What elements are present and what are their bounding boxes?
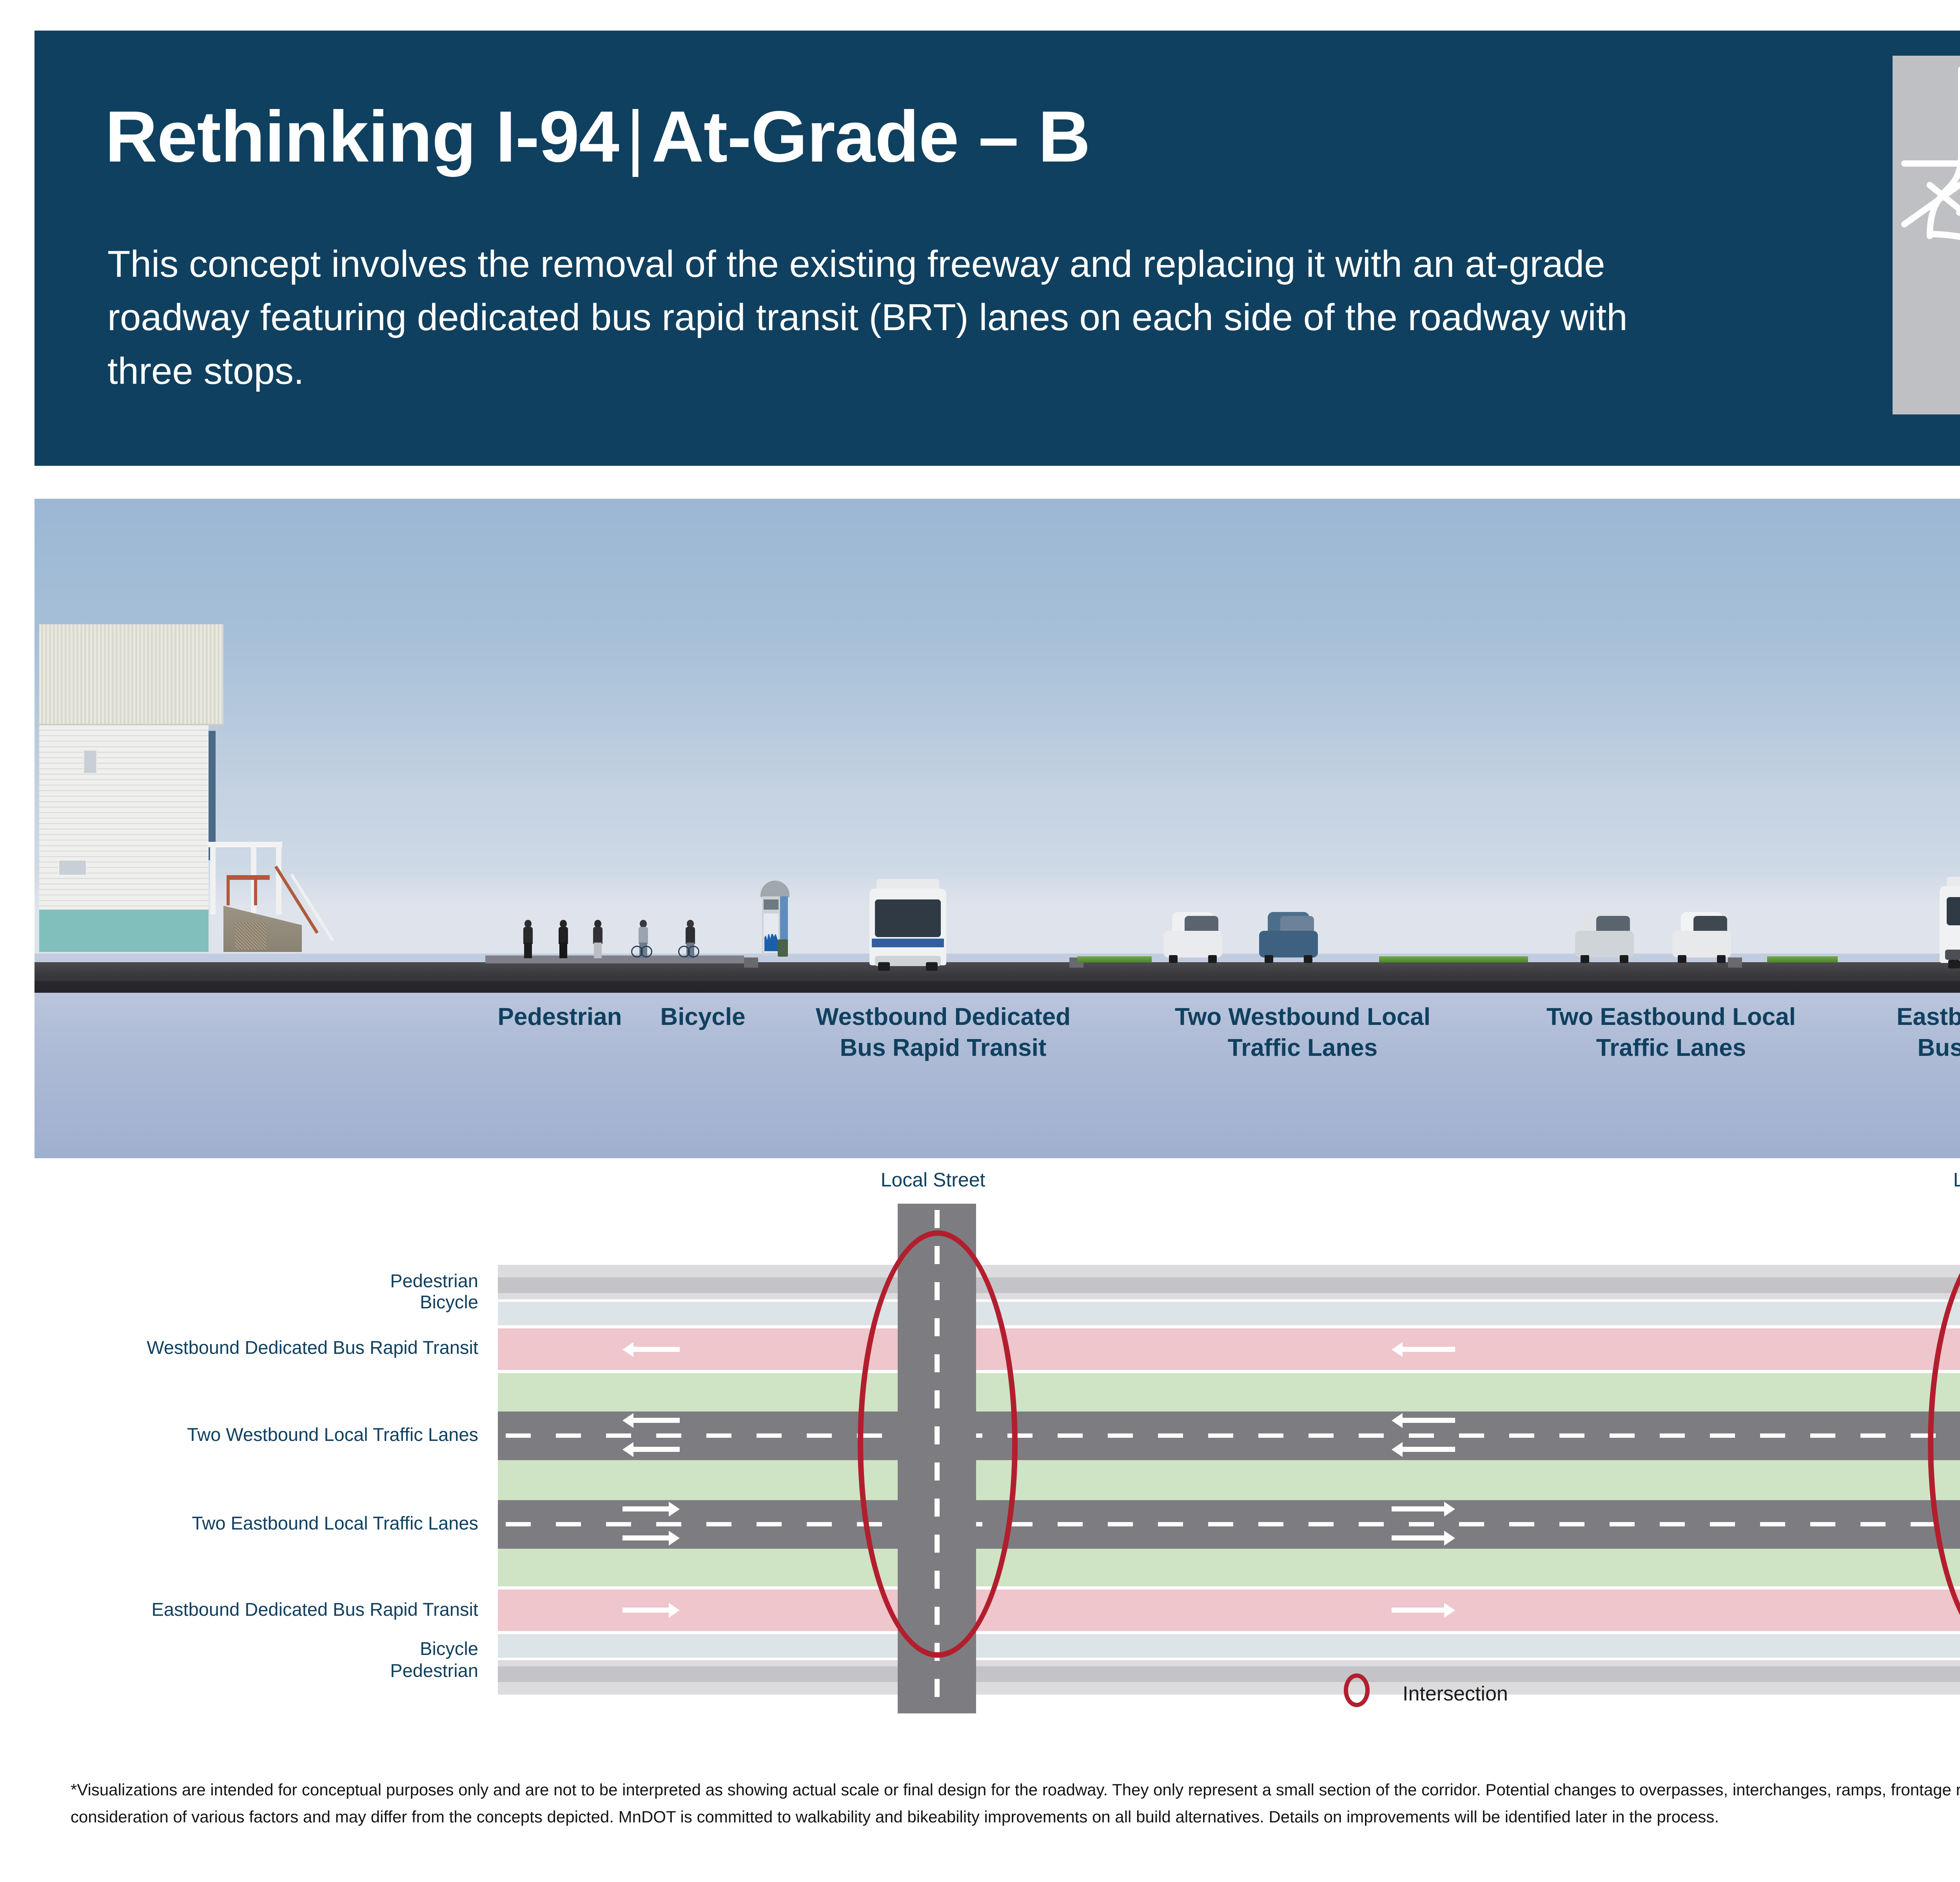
median-grass-center (1379, 956, 1528, 963)
direction-arrow-traffic-eastbound (622, 1506, 670, 1511)
car-eastbound (1575, 912, 1634, 963)
cross-section-label: Two Eastbound Local Traffic Lanes (1546, 1001, 1796, 1064)
cross-section-label: Pedestrian (497, 1001, 622, 1032)
cross-section-label: Eastbound Dedicated Bus Rapid Transit (1896, 1001, 1960, 1064)
median-grass-west (1077, 956, 1152, 963)
label-line-1: Two Westbound Local (1174, 1003, 1431, 1030)
car-westbound (1163, 912, 1222, 963)
direction-arrow-traffic-eastbound (1392, 1506, 1445, 1511)
map-graphic: 35W 280 51 35E 94 35W (1901, 66, 1960, 240)
plan-label-left-bicycle-south: Bicycle (420, 1638, 478, 1659)
plan-label-left-traffic-westbound: Two Westbound Local Traffic Lanes (187, 1424, 478, 1445)
direction-arrow-traffic-westbound (1402, 1447, 1455, 1452)
band-pedestrian-north (498, 1265, 1960, 1277)
band-bicycle-south (498, 1634, 1960, 1658)
bus-rapid-transit-vehicle-east (1940, 877, 1960, 968)
intersection-highlight-west (858, 1230, 1018, 1658)
label-line-2: Traffic Lanes (1227, 1034, 1378, 1062)
band-pedestrian-south (498, 1682, 1960, 1695)
band-brt-eastbound (498, 1590, 1960, 1631)
direction-arrow-traffic-westbound (633, 1447, 680, 1452)
label-line-2: Bus Rapid Transit (840, 1034, 1047, 1062)
plan-label-left-brt-eastbound: Eastbound Dedicated Bus Rapid Transit (151, 1599, 478, 1620)
header-banner: Rethinking I-94|At-Grade – B This concep… (34, 31, 1960, 466)
label-line-1: Eastbound Dedicated (1896, 1003, 1960, 1030)
lane-divider-westbound (506, 1433, 1960, 1438)
band-pedestrian-south-inner (498, 1666, 1960, 1682)
direction-arrow-traffic-eastbound (1392, 1535, 1445, 1540)
label-line-2: Bus Rapid Transit (1917, 1034, 1960, 1062)
plan-label-left-bicycle-north: Bicycle (420, 1292, 478, 1312)
direction-arrow-brt-westbound (633, 1347, 680, 1352)
plan-label-left-pedestrian-north: Pedestrian (390, 1270, 478, 1291)
streetscape-rendering: Pedestrian Bicycle Westbound Dedicated B… (34, 499, 1960, 1158)
band-bicycle-north (498, 1302, 1960, 1325)
curb-west-brt (744, 957, 758, 968)
direction-arrow-traffic-westbound (1402, 1418, 1455, 1423)
header-subtitle: This concept involves the removal of the… (107, 243, 1628, 392)
bus-rapid-transit-vehicle-west (869, 879, 946, 971)
label-line-1: Two Eastbound Local (1546, 1003, 1796, 1030)
project-area-map: 35W 280 51 35E 94 35W (1893, 56, 1960, 414)
band-pedestrian-south-edge (498, 1660, 1960, 1666)
direction-arrow-traffic-westbound (633, 1418, 680, 1423)
bicycle-icon (631, 944, 652, 957)
car-westbound (1259, 912, 1318, 963)
direction-arrow-brt-westbound (1402, 1347, 1455, 1352)
band-pedestrian-north-edge (498, 1293, 1960, 1299)
car-eastbound (1672, 912, 1731, 963)
curb-east-outer (1728, 957, 1742, 968)
sidewalk-west (485, 956, 744, 963)
disclaimer-footnote: *Visualizations are intended for concept… (71, 1780, 1960, 1826)
bicycle-icon (678, 944, 699, 957)
band-brt-westbound (498, 1328, 1960, 1370)
plan-label-left-pedestrian-south: Pedestrian (390, 1660, 478, 1681)
cross-section-label: Two Westbound Local Traffic Lanes (1175, 1001, 1430, 1064)
local-street-label-west: Local Street (880, 1169, 985, 1191)
ground-shadow (34, 981, 1960, 993)
cross-section-label: Westbound Dedicated Bus Rapid Transit (816, 1001, 1071, 1064)
lane-divider-eastbound (506, 1522, 1960, 1526)
bus-stop-shelter-west (760, 881, 789, 957)
label-line-2: Traffic Lanes (1596, 1034, 1746, 1062)
direction-arrow-traffic-eastbound (622, 1535, 670, 1540)
legend-intersection-icon (1344, 1673, 1370, 1707)
building-left (39, 624, 334, 965)
local-street-label-east: Local Street (1953, 1169, 1960, 1191)
band-buffer-north (498, 1373, 1960, 1412)
pedestrian-figure (558, 920, 568, 958)
plan-view-diagram: Local Street Local Street Pedestrian Bic… (0, 1169, 1960, 1721)
band-buffer-center (498, 1460, 1960, 1500)
direction-arrow-brt-eastbound (622, 1608, 670, 1613)
band-buffer-south (498, 1549, 1960, 1586)
label-line-1: Pedestrian (497, 1003, 622, 1030)
direction-arrow-brt-eastbound (1392, 1608, 1445, 1613)
title-divider: | (626, 96, 645, 177)
band-pedestrian-north-inner (498, 1277, 1960, 1293)
plan-label-left-traffic-eastbound: Two Eastbound Local Traffic Lanes (192, 1513, 478, 1533)
page-title: Rethinking I-94|At-Grade – B (105, 95, 1091, 178)
legend-intersection-label: Intersection (1403, 1682, 1508, 1705)
label-line-1: Bicycle (660, 1003, 746, 1030)
pedestrian-figure (593, 920, 603, 958)
plan-label-left-brt-westbound: Westbound Dedicated Bus Rapid Transit (147, 1337, 478, 1358)
title-main: Rethinking I-94 (105, 96, 619, 177)
cross-section-label: Bicycle (660, 1001, 745, 1032)
label-line-1: Westbound Dedicated (816, 1003, 1071, 1030)
title-concept: At-Grade – B (652, 96, 1091, 177)
pedestrian-figure (523, 920, 533, 958)
median-grass-east (1767, 956, 1838, 963)
